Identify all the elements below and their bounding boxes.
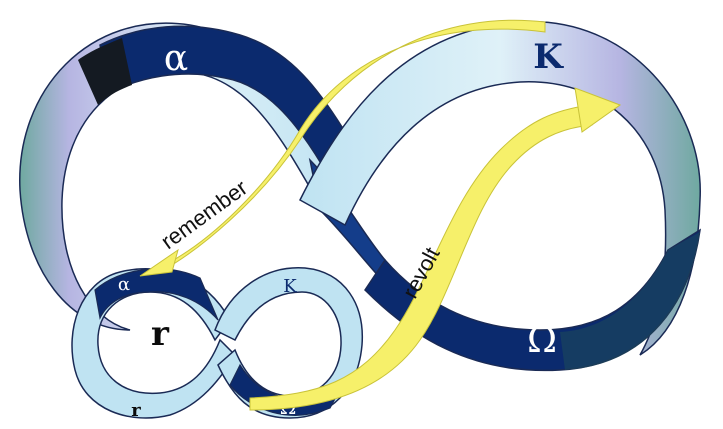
large-loop: α K Ω xyxy=(19,21,701,372)
small-r-large-label: r xyxy=(151,314,170,354)
small-kappa-label: K xyxy=(283,276,297,297)
small-loop-alpha-band xyxy=(94,268,219,321)
large-loop-alpha-band xyxy=(99,25,351,167)
small-loop: α K r r Ω xyxy=(71,267,363,421)
large-alpha-label: α xyxy=(164,38,188,79)
large-loop-omega-teal xyxy=(560,232,700,370)
remember-arrowhead xyxy=(139,248,179,277)
large-loop-black-band xyxy=(78,38,132,105)
revolt-arrowhead xyxy=(574,87,622,133)
large-omega-label: Ω xyxy=(527,320,557,361)
large-kappa-label: K xyxy=(533,37,564,77)
small-r-small-label: r xyxy=(131,400,141,421)
small-alpha-label: α xyxy=(118,274,130,295)
